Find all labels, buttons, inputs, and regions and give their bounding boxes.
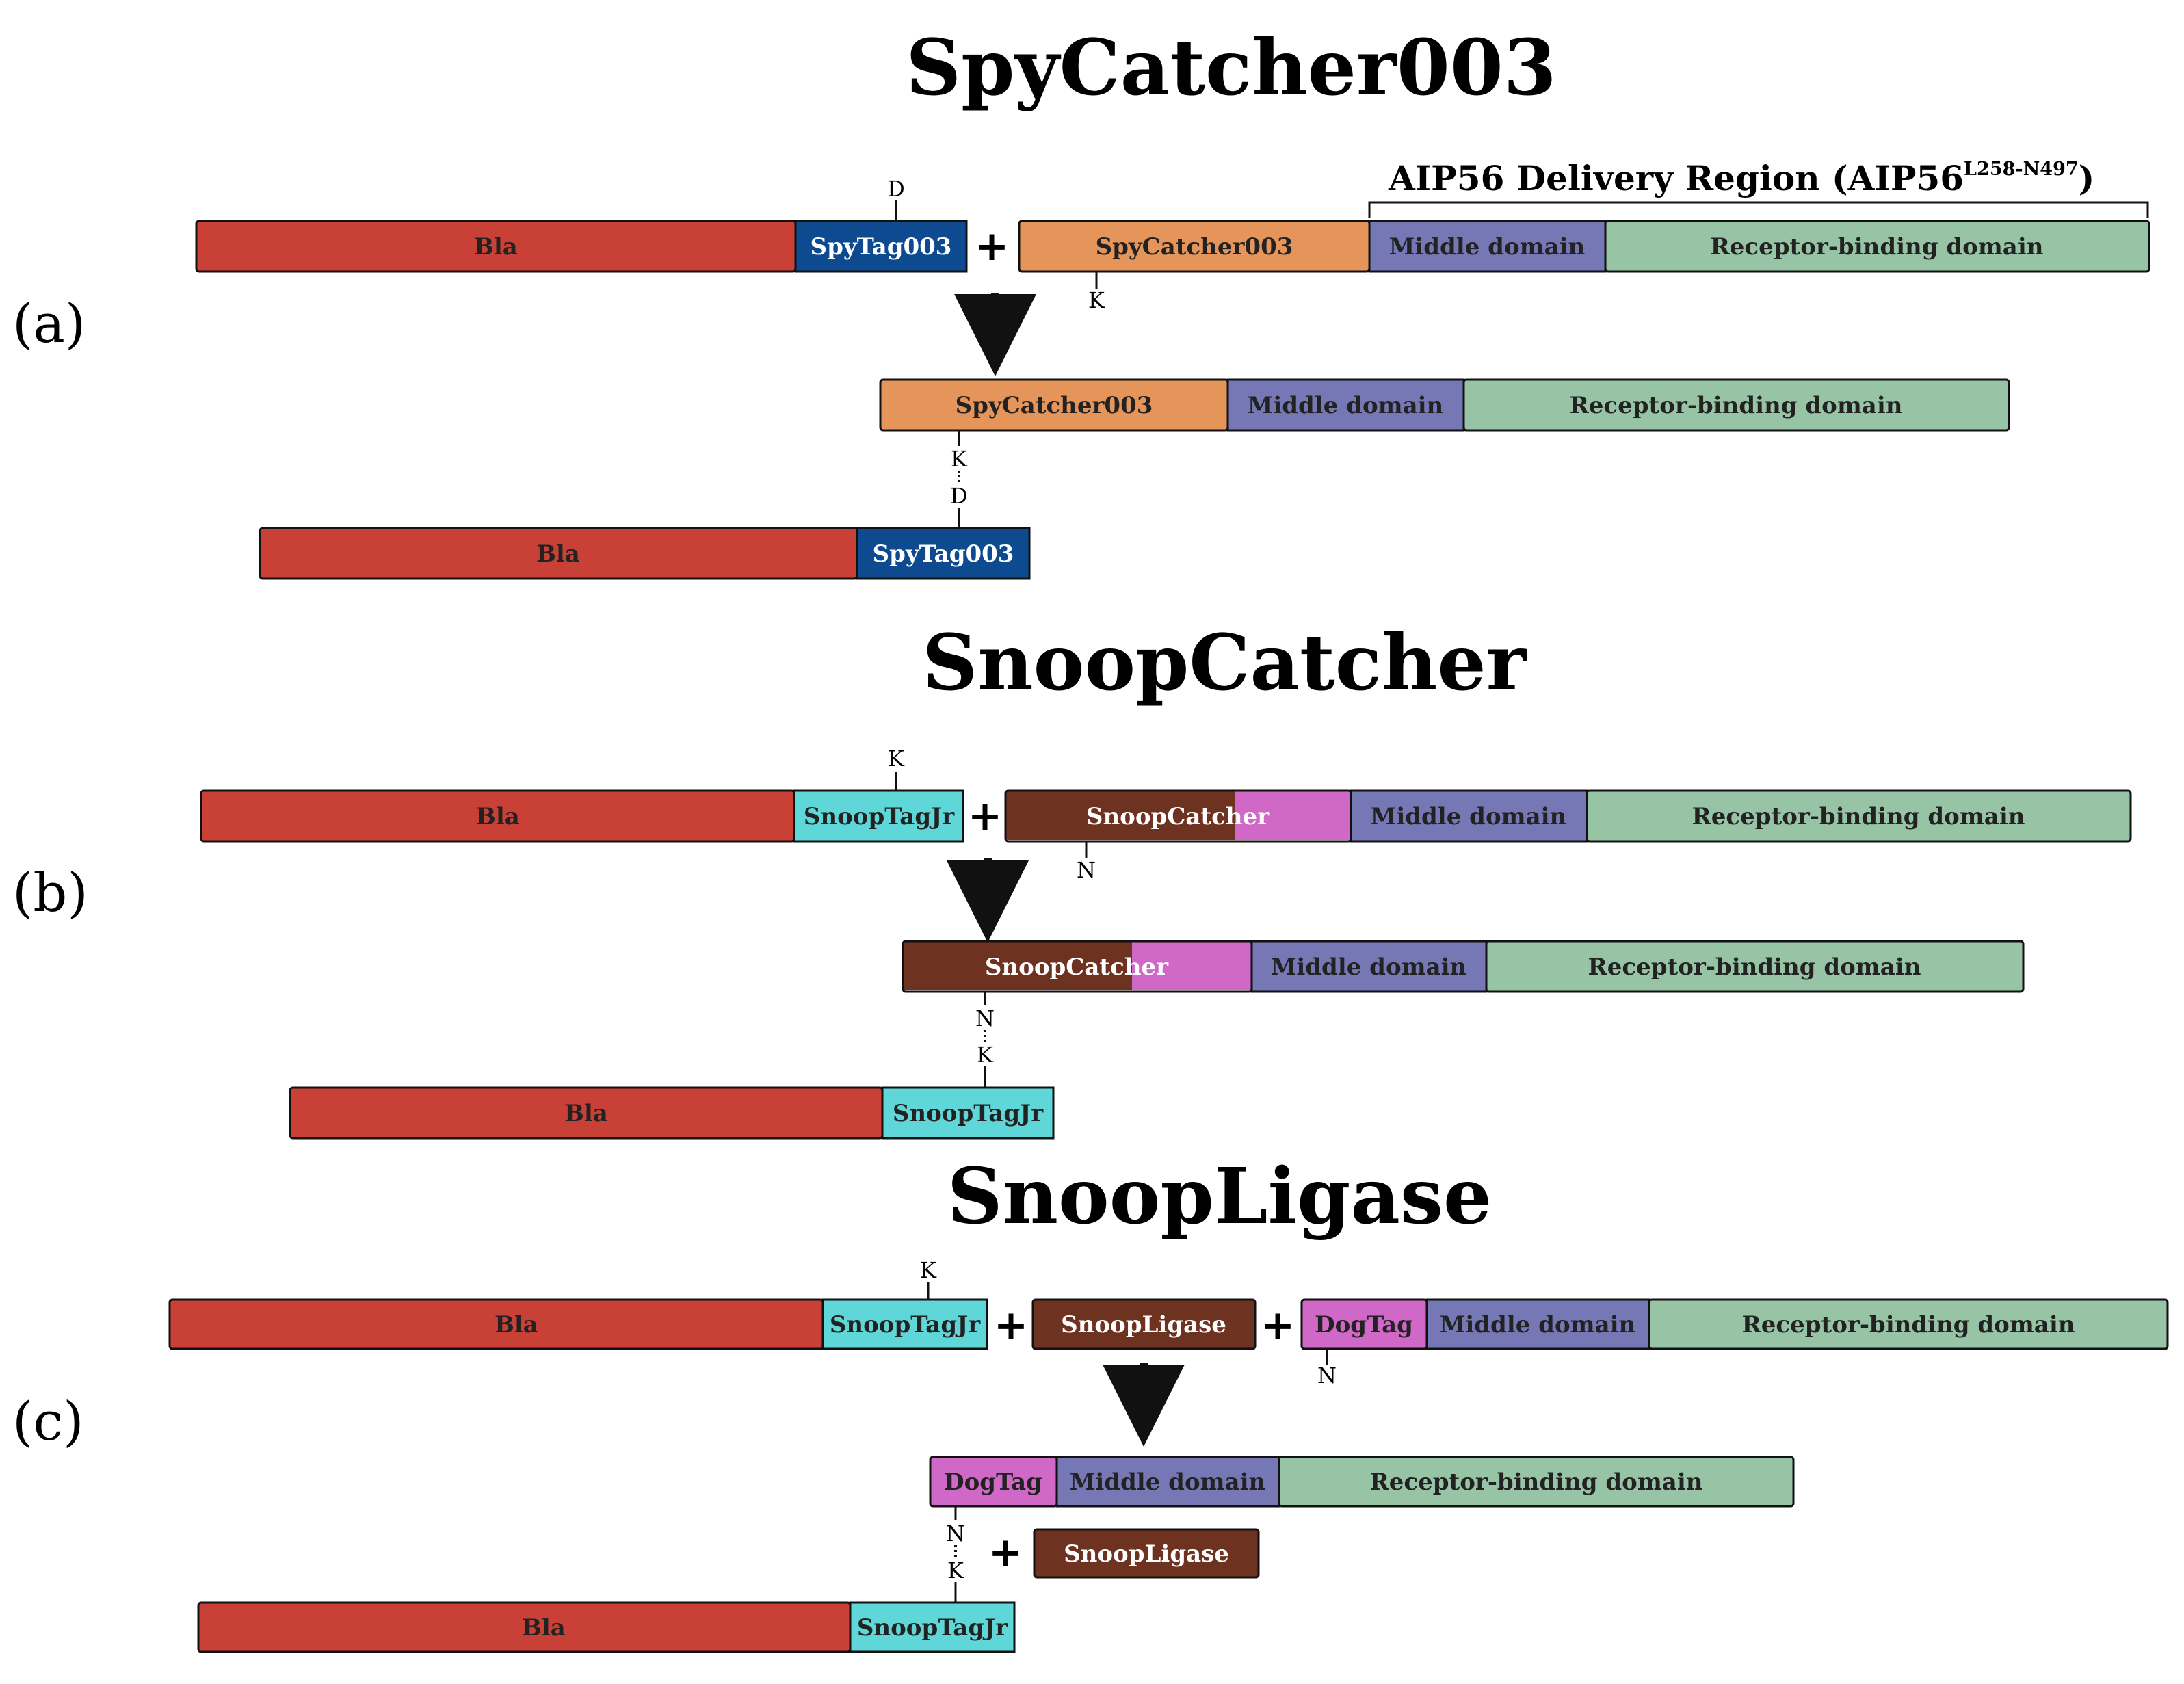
a-receptor-binding-label: Receptor-binding domain [1711,233,2044,261]
a-product-spycatcher003-label: SpyCatcher003 [956,392,1153,419]
a-product-middle-domain-segment [1226,378,1465,432]
c-product-snooptagjr-segment [849,1601,1016,1653]
b-snoopcatcher-aip56-construct: SnoopCatcher Middle domain Receptor-bind… [1004,789,2132,883]
c-snooptagjr-label: SnoopTagJr [830,1311,981,1339]
b-product-bla-construct: Bla SnoopTagJr [289,1086,1055,1140]
aip56-region-close: ) [2079,158,2095,198]
aip56-region-label: AIP56 Delivery Region (AIP56 [1388,158,1964,198]
b-snooptagjr-segment [793,789,964,843]
a-product-spytag003-label: SpyTag003 [873,540,1014,568]
a-residue-d-label: D [887,176,905,202]
c-product-middle-domain-label: Middle domain [1070,1469,1266,1496]
b-plus-sign-1: + [968,792,1002,840]
b-product-receptor-binding-segment [1485,940,2025,993]
b-product-receptor-binding-label: Receptor-binding domain [1588,953,1921,981]
b-bla-snooptagjr-construct: Bla SnoopTagJr K [200,746,964,843]
b-product-catcher-construct: SnoopCatcher Middle domain Receptor-bind… [902,940,2025,993]
b-bla-label: Bla [476,803,520,830]
a-spycatcher003-label: SpyCatcher003 [1096,233,1293,261]
aip56-delivery-region-bracket: AIP56 Delivery Region (AIP56L258-N497) [1368,158,2149,218]
c-product-snoopligase-construct: SnoopLigase [1033,1528,1260,1579]
c-dogtag-aip56-construct: DogTag Middle domain Receptor-binding do… [1300,1298,2169,1389]
c-bond-residue-k: K [947,1557,964,1583]
c-plus-sign-1: + [994,1302,1028,1350]
a-spytag003-segment [794,220,968,273]
c-residue-k-label: K [920,1257,937,1283]
b-product-snooptagjr-label: SnoopTagJr [893,1100,1044,1127]
panel-a-title: SpyCatcher003 [906,23,1556,113]
b-product-middle-domain-label: Middle domain [1271,953,1467,981]
panel-b-title: SnoopCatcher [922,618,1527,708]
c-snoopligase-construct: SnoopLigase [1031,1298,1257,1350]
b-product-snoopcatcher-label: SnoopCatcher [985,953,1169,981]
svg-text:AIP56 Delivery Region (AIP56L2: AIP56 Delivery Region (AIP56L258-N497) [1388,158,2094,198]
c-product-bla-label: Bla [522,1614,566,1642]
a-spycatcher003-aip56-construct: SpyCatcher003 Middle domain Receptor-bin… [1018,220,2150,313]
a-spytag003-label: SpyTag003 [811,233,952,261]
b-middle-domain-segment [1350,789,1588,843]
panel-c-label: (c) [12,1391,84,1453]
a-middle-domain-segment [1368,220,1607,273]
b-middle-domain-label: Middle domain [1371,803,1567,830]
b-snoopcatcher-label: SnoopCatcher [1086,803,1270,830]
c-product-bla-construct: Bla SnoopTagJr [197,1601,1016,1653]
aip56-region-superscript: L258-N497 [1964,159,2079,180]
a-bond-residue-k: K [951,446,968,472]
c-middle-domain-label: Middle domain [1440,1311,1636,1339]
c-product-snoopligase-label: SnoopLigase [1064,1540,1229,1568]
c-snoopligase-segment [1031,1298,1257,1350]
b-receptor-binding-label: Receptor-binding domain [1692,803,2025,830]
c-bla-label: Bla [495,1311,538,1339]
panel-a-label: (a) [12,293,85,355]
c-receptor-binding-segment [1648,1298,2169,1350]
a-residue-k-label: K [1088,287,1105,313]
c-residue-n-label: N [1317,1363,1337,1389]
a-product-spytag003-segment [856,527,1031,580]
b-product-bla-label: Bla [564,1100,608,1127]
c-product-snooptagjr-label: SnoopTagJr [857,1614,1008,1642]
c-snooptagjr-segment [821,1298,988,1350]
a-isopeptide-bond: K D [950,430,968,528]
b-bond-residue-k: K [977,1042,994,1068]
b-residue-k-label: K [888,746,905,772]
c-product-receptor-binding-segment [1278,1456,1795,1508]
c-bond-residue-n: N [946,1521,965,1547]
a-product-bla-construct: Bla SpyTag003 [259,527,1031,580]
c-receptor-binding-label: Receptor-binding domain [1742,1311,2075,1339]
a-product-middle-domain-label: Middle domain [1248,392,1444,419]
b-snooptagjr-label: SnoopTagJr [804,803,955,830]
c-product-middle-domain-segment [1055,1456,1280,1508]
panel-b-label: (b) [12,863,88,924]
c-product-receptor-binding-label: Receptor-binding domain [1370,1469,1703,1496]
c-middle-domain-segment [1425,1298,1650,1350]
c-product-dogtag-label: DogTag [944,1469,1042,1496]
b-bond-residue-n: N [975,1005,995,1031]
b-product-snooptagjr-segment [881,1086,1055,1140]
a-bond-residue-d: D [950,483,968,509]
b-residue-n-label: N [1077,857,1096,883]
b-isopeptide-bond: N K [975,992,995,1088]
c-product-snoopligase-segment [1033,1528,1260,1579]
c-plus-sign-2: + [1261,1302,1295,1350]
a-product-receptor-binding-segment [1462,378,2010,432]
panel-c-title: SnoopLigase [947,1152,1492,1241]
b-product-middle-domain-segment [1250,940,1488,993]
c-plus-sign-3: + [988,1529,1023,1577]
a-middle-domain-label: Middle domain [1389,233,1586,261]
a-plus-sign-1: + [975,222,1009,270]
a-receptor-binding-segment [1604,220,2150,273]
a-product-catcher-construct: SpyCatcher003 Middle domain Receptor-bin… [879,378,2010,432]
c-bla-snooptagjr-construct: Bla SnoopTagJr K [168,1257,988,1350]
b-receptor-binding-segment [1586,789,2132,843]
a-bla-label: Bla [474,233,518,261]
c-product-dogtag-construct: DogTag Middle domain Receptor-binding do… [929,1456,1795,1508]
c-snoopligase-label: SnoopLigase [1061,1311,1226,1339]
a-bla-spytag003-construct: Bla SpyTag003 D [195,176,968,273]
a-product-bla-label: Bla [536,540,580,568]
a-product-receptor-binding-label: Receptor-binding domain [1570,392,1903,419]
c-isopeptide-bond: N K [946,1506,965,1603]
c-dogtag-label: DogTag [1315,1311,1413,1339]
